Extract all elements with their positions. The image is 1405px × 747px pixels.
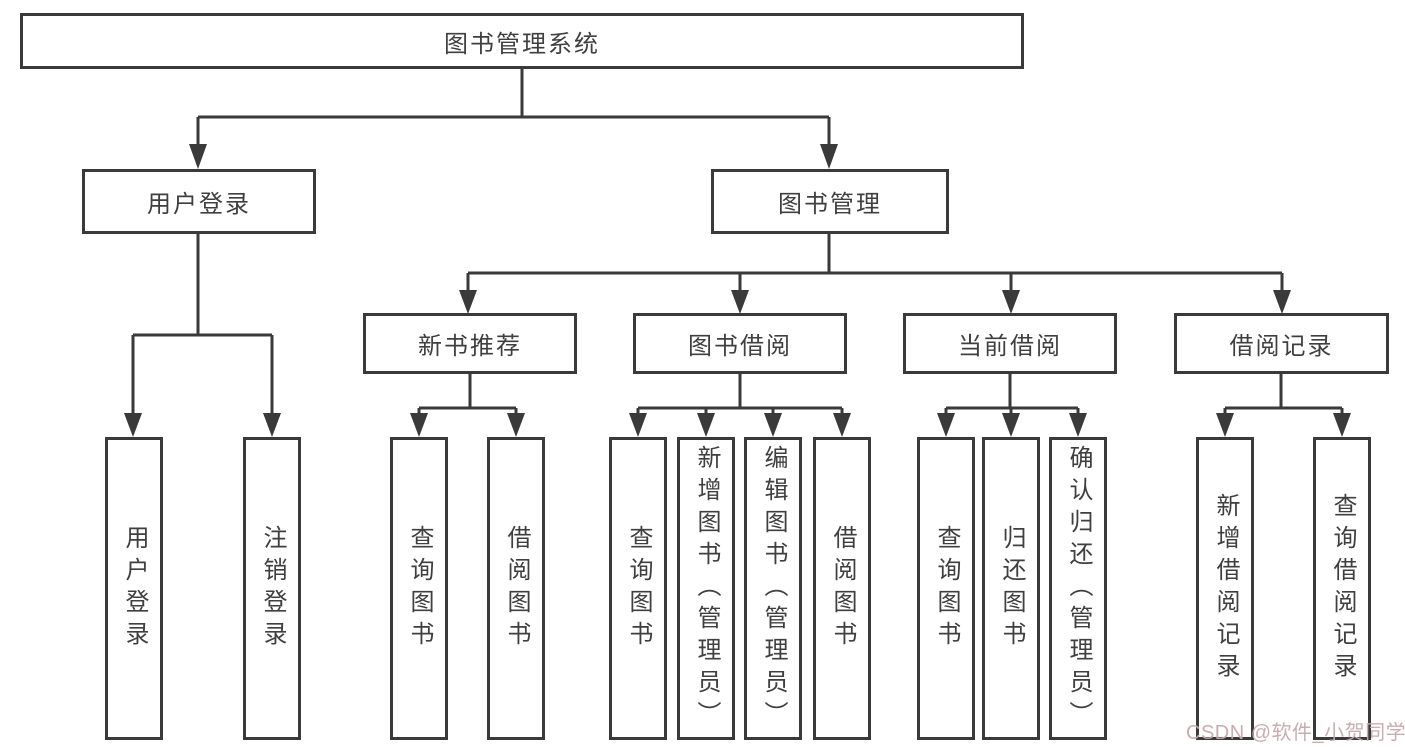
leaf-borrow-book-label: 借阅图书 bbox=[829, 524, 856, 653]
leaf-add-book-admin: 新增图书（管理员） bbox=[677, 437, 735, 740]
csdn-watermark: CSDN @软件_小贺同学 bbox=[1186, 722, 1405, 744]
leaf-add-borrow-record-label: 新增借阅记录 bbox=[1212, 492, 1239, 685]
leaf-query-book-borrow-label: 查询图书 bbox=[625, 524, 652, 653]
node-borrow-records: 借阅记录 bbox=[1174, 313, 1389, 374]
leaf-user-login-label: 用户登录 bbox=[121, 524, 148, 653]
leaf-logout-label: 注销登录 bbox=[259, 524, 286, 653]
leaf-edit-book-admin: 编辑图书（管理员） bbox=[744, 437, 802, 740]
node-root-label: 图书管理系统 bbox=[444, 30, 600, 58]
leaf-borrow-book-recommend-label: 借阅图书 bbox=[503, 524, 530, 653]
node-user-login-branch-label: 用户登录 bbox=[147, 191, 251, 218]
leaf-user-login: 用户登录 bbox=[105, 437, 163, 740]
node-new-book-recommend: 新书推荐 bbox=[363, 313, 577, 374]
node-book-management-label: 图书管理 bbox=[778, 191, 882, 218]
leaf-confirm-return-admin: 确认归还（管理员） bbox=[1049, 437, 1107, 740]
leaf-query-book-current-label: 查询图书 bbox=[933, 524, 960, 653]
leaf-query-book-recommend: 查询图书 bbox=[390, 437, 448, 740]
node-new-book-recommend-label: 新书推荐 bbox=[418, 333, 522, 360]
node-book-borrowing-label: 图书借阅 bbox=[688, 333, 792, 360]
leaf-borrow-book-recommend: 借阅图书 bbox=[487, 437, 545, 740]
leaf-query-book-borrow: 查询图书 bbox=[609, 437, 667, 740]
leaf-confirm-return-admin-label: 确认归还（管理员） bbox=[1065, 444, 1092, 733]
leaf-query-borrow-record: 查询借阅记录 bbox=[1313, 437, 1371, 740]
node-book-management: 图书管理 bbox=[711, 169, 949, 234]
node-root: 图书管理系统 bbox=[20, 13, 1024, 69]
leaf-borrow-book: 借阅图书 bbox=[813, 437, 871, 740]
node-current-borrowing: 当前借阅 bbox=[903, 313, 1117, 374]
node-current-borrowing-label: 当前借阅 bbox=[958, 333, 1062, 360]
leaf-query-borrow-record-label: 查询借阅记录 bbox=[1329, 492, 1356, 685]
leaf-return-book-label: 归还图书 bbox=[998, 524, 1025, 653]
leaf-add-book-admin-label: 新增图书（管理员） bbox=[693, 444, 720, 733]
node-user-login-branch: 用户登录 bbox=[82, 169, 316, 234]
leaf-add-borrow-record: 新增借阅记录 bbox=[1196, 437, 1254, 740]
leaf-query-book-current: 查询图书 bbox=[917, 437, 975, 740]
node-book-borrowing: 图书借阅 bbox=[633, 313, 847, 374]
leaf-logout: 注销登录 bbox=[243, 437, 301, 740]
leaf-query-book-recommend-label: 查询图书 bbox=[406, 524, 433, 653]
leaf-return-book: 归还图书 bbox=[982, 437, 1040, 740]
leaf-edit-book-admin-label: 编辑图书（管理员） bbox=[760, 444, 787, 733]
node-borrow-records-label: 借阅记录 bbox=[1229, 333, 1334, 360]
